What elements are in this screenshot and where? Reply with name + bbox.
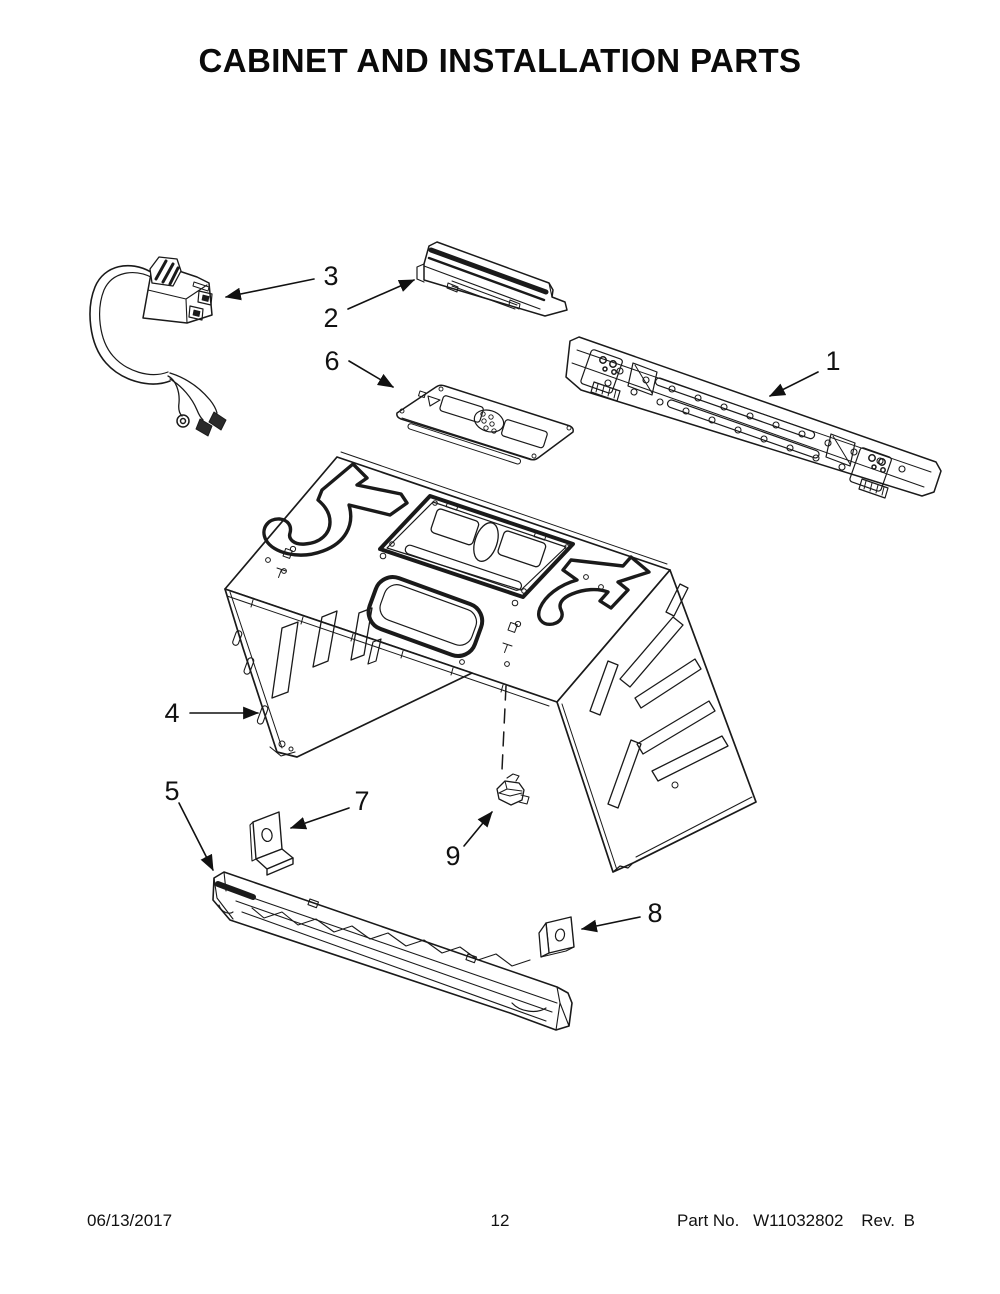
callout-labels: 1 2 3 4 5 6 7 8 9	[164, 261, 840, 928]
footer-date: 06/13/2017	[87, 1211, 173, 1230]
callout-leaders	[178, 278, 819, 933]
part-hardware-clip	[496, 685, 530, 806]
leader-1	[768, 371, 819, 397]
leader-5	[178, 802, 214, 871]
callout-3: 3	[323, 261, 338, 291]
footer-page-number: 12	[490, 1211, 510, 1230]
callout-2: 2	[323, 303, 338, 333]
footer-part-info: Part No. W11032802 Rev. B	[677, 1211, 915, 1231]
arrow-cutout-left	[262, 462, 409, 557]
leader-2	[347, 279, 416, 310]
arrow-cutout-right	[537, 555, 651, 626]
part-vent-grille	[212, 871, 573, 1031]
part-support-bracket	[416, 241, 568, 317]
callout-7: 7	[354, 786, 369, 816]
leader-7	[289, 807, 350, 830]
part-bracket-7	[249, 811, 294, 876]
part-cover-plate	[396, 384, 574, 465]
leader-3	[224, 278, 315, 301]
footer-part-label: Part No.	[676, 1211, 740, 1230]
footer-part-number: W11032802	[753, 1211, 844, 1230]
part-bracket-8	[538, 916, 575, 958]
leader-8	[580, 916, 641, 933]
callout-8: 8	[647, 898, 662, 928]
callout-5: 5	[164, 776, 179, 806]
callout-6: 6	[324, 346, 339, 376]
part-cabinet-wrapper	[224, 451, 757, 873]
leader-9	[463, 811, 493, 847]
page-title: CABINET AND INSTALLATION PARTS	[198, 42, 802, 79]
leader-6	[348, 360, 394, 388]
callout-4: 4	[164, 698, 179, 728]
footer-revision: Rev. B	[861, 1211, 915, 1230]
part-mounting-rail	[565, 336, 942, 499]
callout-1: 1	[825, 346, 840, 376]
callout-9: 9	[445, 841, 460, 871]
part-power-cord	[89, 256, 227, 437]
